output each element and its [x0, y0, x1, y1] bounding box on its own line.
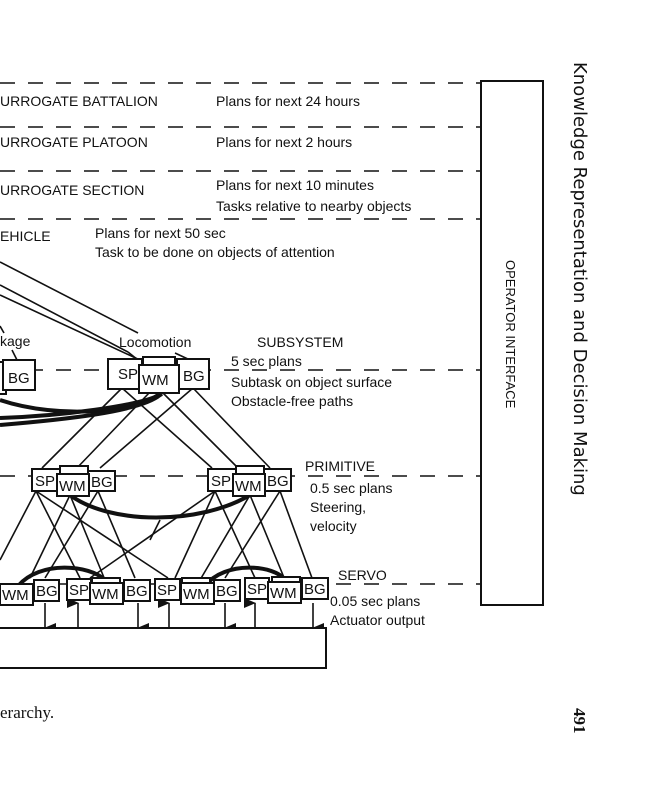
wm-tab [59, 465, 89, 475]
actuator-box [0, 627, 327, 669]
operator-interface-label: OPERATOR INTERFACE [503, 260, 518, 409]
level-note-section-2: Tasks relative to nearby objects [216, 198, 411, 214]
level-note-primitive-3: velocity [310, 518, 357, 534]
level-note-servo-1: 0.05 sec plans [330, 593, 420, 609]
module-linkage: kage BG [0, 333, 36, 395]
sp-label: SP [211, 473, 231, 490]
level-note-subsystem-3: Obstacle-free paths [231, 393, 353, 409]
servo-wm-link-curve [16, 565, 107, 588]
wm-box [89, 582, 124, 605]
servo-modules: WM BG SP BG WM SP BG WM SP BG WM [0, 576, 329, 606]
wm-label: WM [142, 372, 169, 389]
bg-label: BG [36, 583, 58, 600]
sp-label: SP [35, 473, 55, 490]
level-note-vehicle-1: Plans for next 50 sec [95, 225, 226, 241]
wm-label: WM [59, 478, 86, 495]
level-name-primitive: PRIMITIVE [305, 458, 375, 474]
vehicle-to-locomotion-line [0, 294, 156, 368]
level-note-battalion: Plans for next 24 hours [216, 93, 360, 109]
wm-label: WM [270, 585, 297, 602]
level-note-servo-2: Actuator output [330, 612, 425, 628]
sp-label: SP [157, 582, 177, 599]
bg-label: BG [183, 368, 205, 385]
bg-label: BG [126, 583, 148, 600]
level-note-platoon: Plans for next 2 hours [216, 134, 352, 150]
wm-tab [235, 465, 265, 475]
module-name-locomotion: Locomotion [119, 334, 191, 350]
wm-label: WM [183, 586, 210, 603]
level-note-subsystem-1: 5 sec plans [231, 353, 302, 369]
operator-interface-box [480, 80, 544, 606]
wm-box [232, 473, 266, 497]
primitive-module-right: SP BG WM [207, 465, 292, 497]
wm-box [56, 473, 90, 497]
level-note-primitive-2: Steering, [310, 499, 366, 515]
vehicle-to-locomotion-line [0, 284, 129, 353]
level-name-platoon: URROGATE PLATOON [0, 134, 148, 150]
primitive-module-left: SP BG WM [31, 465, 116, 497]
primitive-to-servo-lines [0, 490, 313, 581]
wm-label: WM [92, 586, 119, 603]
servo-wm-link-curve [203, 565, 287, 588]
level-name-section: URROGATE SECTION [0, 182, 144, 198]
running-header: Knowledge Representation and Decision Ma… [569, 62, 590, 496]
wm-box [180, 582, 215, 605]
figure-caption: erarchy. [0, 703, 54, 722]
bg-label: BG [8, 370, 30, 387]
bg-label: BG [91, 474, 113, 491]
bg-label: BG [267, 473, 289, 490]
wm-label: WM [2, 587, 29, 604]
primitive-wm-link-curve [68, 493, 252, 520]
bg-box [2, 359, 36, 391]
level-name-vehicle: EHICLE [0, 228, 51, 244]
wm-box [267, 581, 302, 604]
sp-label: SP [69, 582, 89, 599]
wm-label: WM [235, 478, 262, 495]
actuator-arrows [44, 598, 324, 633]
level-note-subsystem-2: Subtask on object surface [231, 374, 392, 390]
level-name-servo: SERVO [338, 567, 387, 583]
level-note-section-1: Plans for next 10 minutes [216, 177, 374, 193]
vehicle-to-locomotion-line [0, 261, 139, 334]
sp-label: SP [247, 581, 267, 598]
bg-label: BG [304, 581, 326, 598]
wm-tab [142, 356, 176, 366]
subsystem-to-primitive-lines [41, 387, 271, 471]
module-name-linkage: kage [0, 333, 31, 349]
bg-box [33, 579, 60, 602]
module-locomotion: Locomotion SP BG WM [107, 334, 210, 394]
level-name-battalion: URROGATE BATTALION [0, 93, 158, 109]
wm-box [138, 364, 180, 394]
vehicle-to-linkage-line [0, 325, 5, 334]
page-number: 491 [570, 708, 589, 734]
level-note-vehicle-2: Task to be done on objects of attention [95, 244, 335, 260]
level-note-primitive-1: 0.5 sec plans [310, 480, 393, 496]
sp-label: SP [118, 366, 138, 383]
bg-label: BG [216, 583, 238, 600]
level-name-subsystem: SUBSYSTEM [257, 334, 343, 350]
